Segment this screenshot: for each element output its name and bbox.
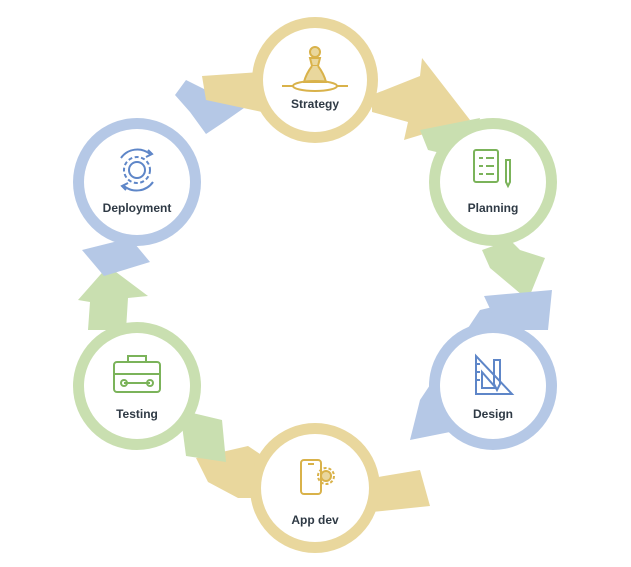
node-label-design: Design	[473, 407, 513, 421]
smartphone-gear-icon	[300, 459, 335, 495]
arrow-deployment-to-strategy	[175, 80, 244, 134]
node-design: Design	[429, 322, 557, 450]
arrow-tail-deployment	[82, 238, 150, 276]
node-testing: Testing	[73, 322, 201, 450]
chess-pawn-icon	[282, 46, 348, 92]
gear-cycle-icon	[120, 148, 154, 192]
node-app-dev: App dev	[250, 423, 380, 553]
node-planning: Planning	[429, 118, 557, 246]
node-label-app-dev: App dev	[291, 513, 339, 527]
arrow-testing-to-deployment	[78, 266, 148, 330]
arrow-planning-to-design	[482, 240, 545, 300]
node-strategy: Strategy	[252, 17, 378, 143]
arrow-strategy-to-planning	[372, 58, 470, 140]
node-label-testing: Testing	[116, 407, 158, 421]
arrow-tail-design	[484, 290, 552, 330]
node-label-planning: Planning	[468, 201, 519, 215]
node-label-strategy: Strategy	[291, 97, 339, 111]
node-disc-app-dev	[261, 434, 369, 542]
arrow-tail-strategy	[202, 72, 262, 112]
ruler-triangle-icon	[475, 353, 515, 395]
checklist-pencil-icon	[473, 149, 511, 189]
toolbox-icon	[113, 355, 161, 393]
arrow-tail-testing	[180, 410, 226, 462]
node-disc-testing	[84, 333, 190, 439]
node-deployment: Deployment	[73, 118, 201, 246]
node-label-deployment: Deployment	[103, 201, 172, 215]
